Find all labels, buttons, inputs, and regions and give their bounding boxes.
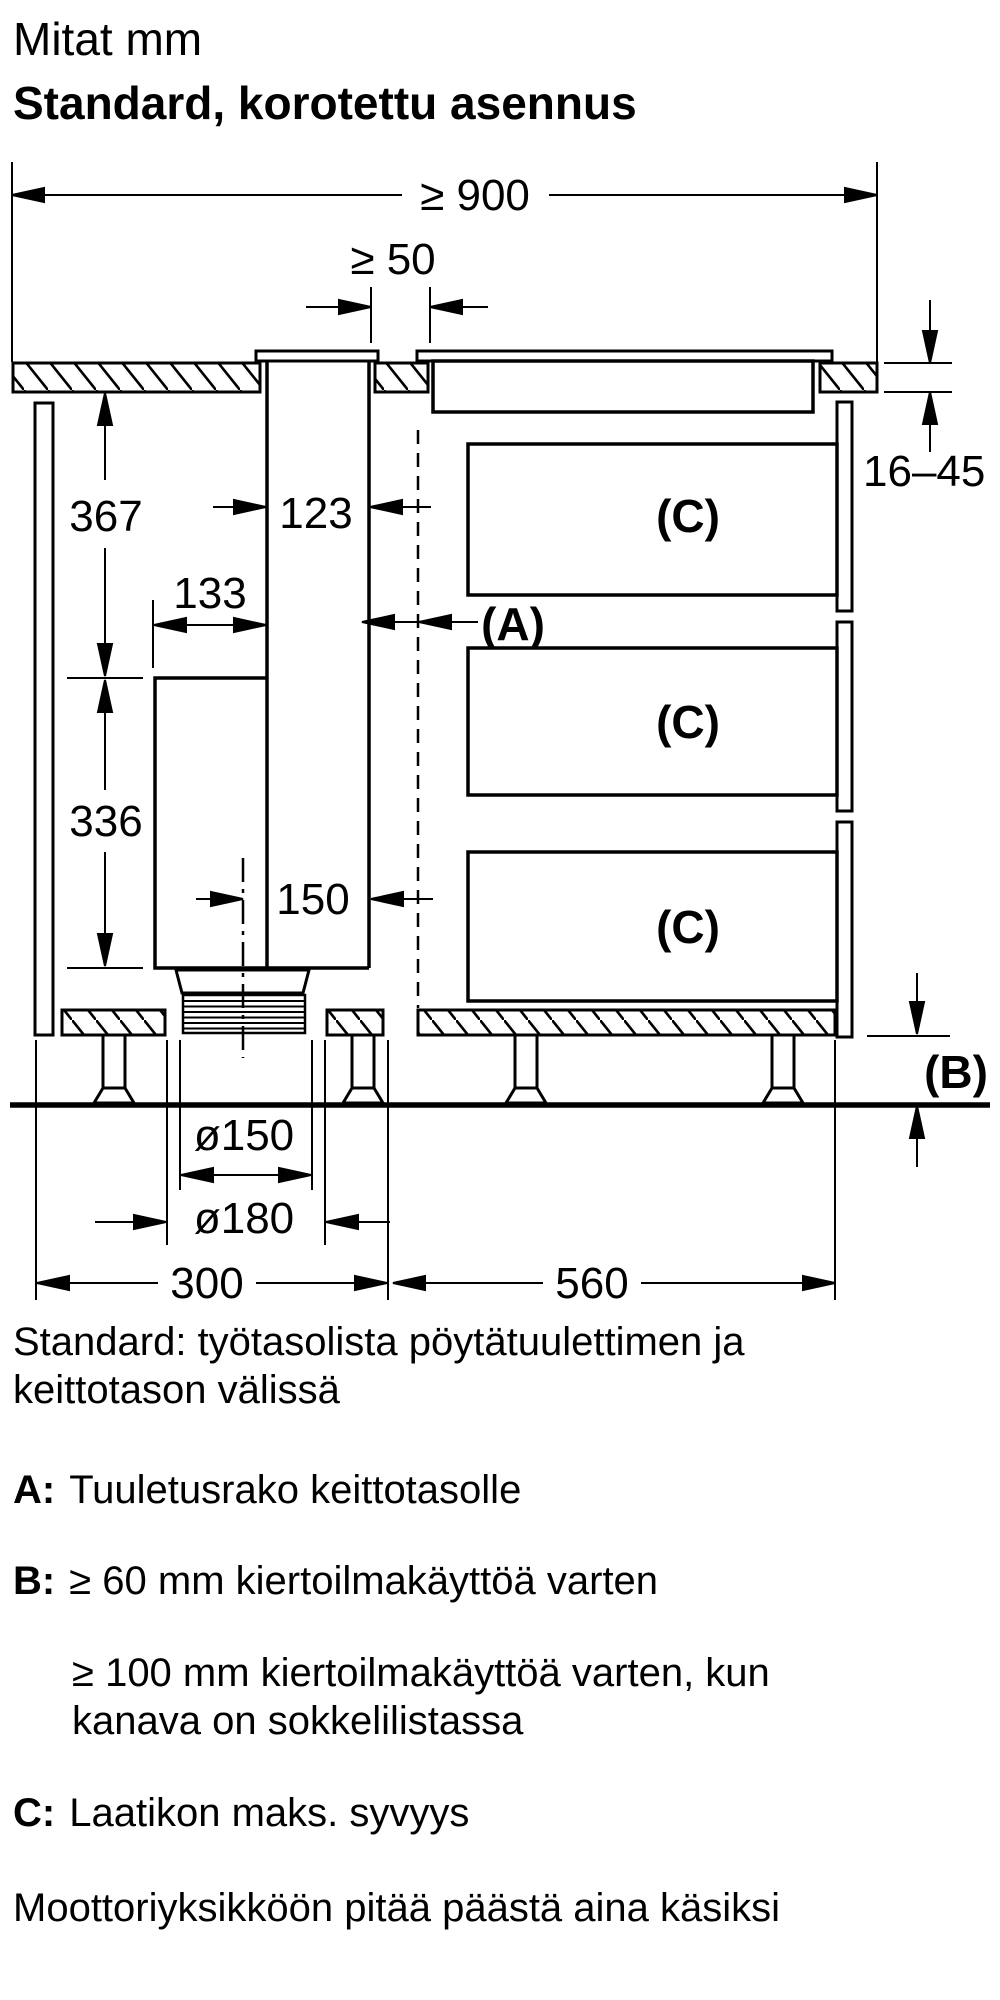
motor-unit-box [153, 676, 369, 970]
note-a-label: A: [13, 1468, 56, 1512]
plinth-right [416, 1008, 837, 1037]
worktop-left [11, 361, 262, 394]
right-panel-lower [835, 820, 854, 1039]
dim-lower-depth: 336 [69, 797, 142, 846]
units-subtitle: Mitat mm [13, 13, 203, 65]
drawer-2 [466, 646, 839, 797]
dim-left-cabinet-width: 300 [170, 1259, 243, 1308]
left-side-panel [33, 401, 55, 1037]
note-b-text: ≥ 60 mm kiertoilmakäyttöä varten [69, 1559, 659, 1603]
dim-right-cabinet-width: 560 [555, 1259, 628, 1308]
dim-duct-offset: 133 [173, 569, 246, 618]
note-a-text: Tuuletusrako keittotasolle [69, 1468, 522, 1512]
callout-c-drawer-3: (C) [656, 901, 720, 953]
dim-min-gap: ≥ 50 [350, 235, 435, 284]
dim-duct-diameter-inner: ø150 [194, 1111, 294, 1160]
note-intro-line1: Standard: työtasolista pöytätuulettimen … [13, 1320, 745, 1364]
note-b: B: ≥ 60 mm kiertoilmakäyttöä varten [13, 1557, 658, 1605]
right-panel-upper [835, 400, 854, 613]
callout-a: (A) [481, 598, 545, 650]
cabinet-structure [10, 349, 990, 1108]
dim-worktop-thickness: 16–45 [863, 447, 985, 496]
callout-b: (B) [924, 1046, 988, 1098]
plinth-middle [325, 1008, 385, 1037]
cabinet-legs [91, 1033, 806, 1105]
note-intro: Standard: työtasolista pöytätuulettimen … [13, 1318, 745, 1414]
dim-center-to-edge: 150 [276, 875, 349, 924]
note-intro-line2: keittotason välissä [13, 1368, 340, 1412]
duct-walls [265, 361, 371, 968]
drawer-3 [466, 850, 839, 1003]
note-c-label: C: [13, 1791, 56, 1835]
plinth-left [60, 1008, 167, 1037]
dimension-lines [11, 162, 952, 1300]
note-b2-line2: kanava on sokkelilistassa [72, 1699, 524, 1743]
note-b-continued: ≥ 100 mm kiertoilmakäyttöä varten, kun k… [72, 1649, 770, 1745]
note-b-label: B: [13, 1559, 56, 1603]
note-footer: Moottoriyksikköön pitää päästä aina käsi… [13, 1886, 781, 1930]
dim-min-worktop-width: ≥ 900 [420, 171, 530, 220]
callout-c-drawer-2: (C) [656, 696, 720, 748]
cooktop-body [431, 359, 815, 414]
note-c: C: Laatikon maks. syvyys [13, 1789, 469, 1837]
drawer-1 [466, 442, 839, 597]
page-title: Standard, korotettu asennus [13, 77, 637, 129]
worktop-middle-strip [373, 361, 430, 394]
right-panel-middle [835, 620, 854, 813]
dim-duct-width: 123 [279, 489, 352, 538]
dim-upper-depth: 367 [69, 492, 142, 541]
note-a: A: Tuuletusrako keittotasolle [13, 1466, 521, 1514]
worktop-right [818, 361, 879, 394]
duct-top-lid [254, 349, 380, 363]
motor-flange [174, 968, 311, 995]
note-b2-line1: ≥ 100 mm kiertoilmakäyttöä varten, kun [72, 1651, 770, 1695]
callout-c-drawer-1: (C) [656, 490, 720, 542]
dim-duct-diameter-outer: ø180 [194, 1194, 294, 1243]
note-c-text: Laatikon maks. syvyys [69, 1791, 470, 1835]
